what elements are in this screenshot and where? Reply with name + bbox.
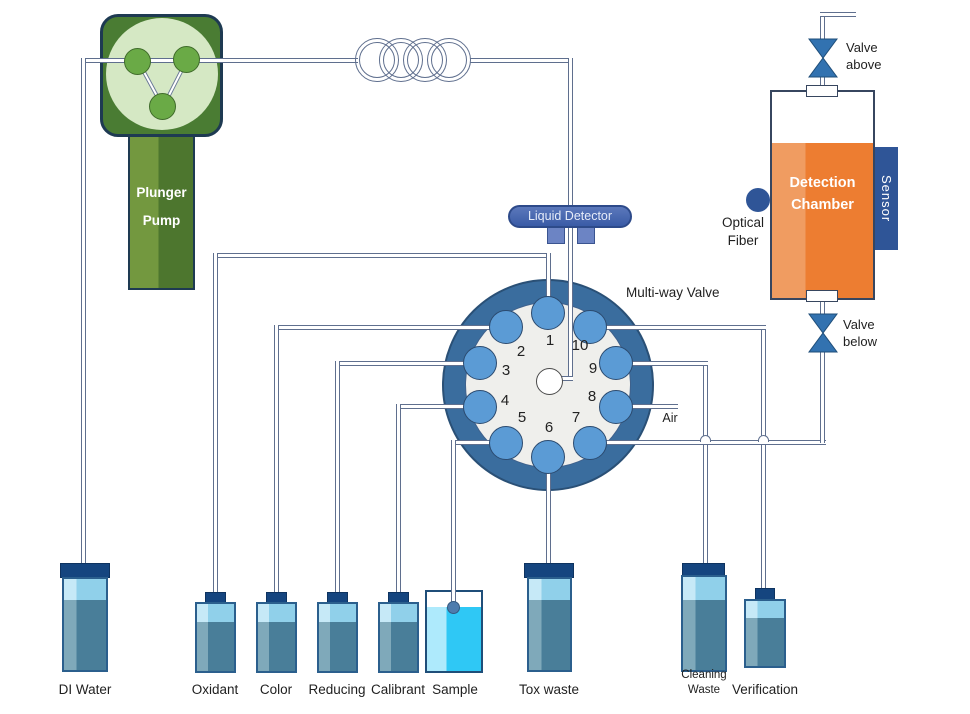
chamber-bottom-port <box>806 290 838 302</box>
label-sample: Sample <box>432 682 478 697</box>
bottle-cleaning-waste <box>681 575 727 672</box>
valve-above-label-line2: above <box>846 57 882 72</box>
pipe-chamber-valvebelow-v <box>820 299 825 315</box>
sensor: Sensor <box>875 147 898 250</box>
label-oxidant: Oxidant <box>191 682 239 697</box>
valve-port-8 <box>599 390 633 424</box>
tubing-coil-icon <box>427 38 471 82</box>
chamber-label: Detection Chamber <box>789 175 856 213</box>
liquid-detector-leg <box>577 226 595 244</box>
pipe-calibrant-port4-h <box>396 404 480 409</box>
valve-below-icon <box>808 313 838 353</box>
port-number-6: 6 <box>544 419 554 436</box>
pipe-reducing-v <box>335 361 340 598</box>
plunger-pump: Plunger Pump <box>128 135 195 290</box>
pipe-valveabove-top-h <box>820 12 856 17</box>
pump-roller-icon <box>124 48 151 75</box>
label-di-water: DI Water <box>58 682 112 697</box>
liquid-detector-leg <box>547 226 565 244</box>
port-number-10: 10 <box>571 337 589 354</box>
valve-port-1 <box>531 296 565 330</box>
pipe-calibrant-v <box>396 404 401 598</box>
valve-port-3 <box>463 346 497 380</box>
pipe-port9-cleaning-h <box>616 361 708 366</box>
probe-tip-icon <box>447 601 460 614</box>
label-calibrant: Calibrant <box>370 682 426 697</box>
pump-roller-icon <box>173 46 200 73</box>
valve-port-9 <box>599 346 633 380</box>
pipe-oxidant-port1-h <box>213 253 551 258</box>
pipe-verification-v <box>761 325 766 594</box>
pipe-color-v <box>274 325 279 598</box>
optical-fiber-icon <box>746 188 770 212</box>
bottle-verification <box>744 599 786 668</box>
valve-port-2 <box>489 310 523 344</box>
bottle-calibrant <box>378 602 419 673</box>
pipe-port10-verification-h <box>590 325 766 330</box>
pipe-valvebelow-port7-v <box>820 351 825 443</box>
pipe-port8-air-h <box>616 404 678 409</box>
bottle-reducing <box>317 602 358 673</box>
pipe-sample-port5-h <box>451 440 506 445</box>
pipe-color-port2-h <box>274 325 506 330</box>
port-number-9: 9 <box>588 360 598 377</box>
label-verification: Verification <box>731 682 799 697</box>
valve-center-port <box>536 368 563 395</box>
port-number-3: 3 <box>501 362 511 379</box>
bottle-cap <box>524 563 574 578</box>
chamber-top-port <box>806 85 838 97</box>
valve-above-label-line1: Valve <box>846 40 878 55</box>
bottle-cap <box>60 563 110 578</box>
pipe-cleaning-waste-v <box>703 361 708 568</box>
pipe-di-water-v <box>81 58 86 568</box>
pump-label-line2: Pump <box>142 213 181 228</box>
bottle-tox-waste <box>527 577 572 672</box>
label-tox-waste: Tox waste <box>518 682 580 697</box>
pipe-coil-out-h <box>470 58 573 63</box>
bottle-di-water <box>62 577 108 672</box>
pipe-oxidant-port1-v <box>546 253 551 313</box>
valve-below-label-line2: below <box>843 334 877 349</box>
pipe-sample-v <box>451 440 456 608</box>
air-label: Air <box>662 411 678 425</box>
pipe-valve-center-stub <box>554 376 573 381</box>
label-cleaning-waste-line2: Waste <box>687 684 721 696</box>
port-number-2: 2 <box>516 343 526 360</box>
optical-fiber-label-line2: Fiber <box>727 233 759 248</box>
valve-above-icon <box>808 38 838 78</box>
pipe-port6-toxwaste-v <box>546 457 551 568</box>
bottle-oxidant <box>195 602 236 673</box>
pump-label-line1: Plunger <box>136 185 187 200</box>
valve-port-6 <box>531 440 565 474</box>
port-number-8: 8 <box>587 388 597 405</box>
label-color: Color <box>259 682 293 697</box>
detection-chamber: Detection Chamber <box>770 90 875 300</box>
chamber-liquid <box>772 143 873 298</box>
pipe-valveabove-top-v <box>820 14 825 40</box>
valve-port-7 <box>573 426 607 460</box>
port-number-5: 5 <box>517 409 527 426</box>
liquid-detector: Liquid Detector <box>508 205 632 228</box>
valve-port-10 <box>573 310 607 344</box>
pipe-valveabove-chamber-v <box>820 76 825 93</box>
pipe-oxidant-v <box>213 253 218 598</box>
label-reducing: Reducing <box>308 682 366 697</box>
pipe-reducing-port3-h <box>335 361 480 366</box>
sample-liquid <box>427 607 481 671</box>
pipe-crossing-hop <box>758 435 769 442</box>
pump-roller-icon <box>149 93 176 120</box>
optical-fiber-label-line1: Optical <box>721 215 765 230</box>
port-number-1: 1 <box>545 332 555 349</box>
valve-port-4 <box>463 390 497 424</box>
port-number-4: 4 <box>500 392 510 409</box>
bottle-color <box>256 602 297 673</box>
label-cleaning-waste-line1: Cleaning <box>681 669 727 681</box>
port-number-7: 7 <box>571 409 581 426</box>
pipe-crossing-hop <box>700 435 711 442</box>
pipe-pump-to-coil-h <box>81 58 358 63</box>
valve-port-5 <box>489 426 523 460</box>
valve-below-label-line1: Valve <box>843 317 875 332</box>
multiway-valve-label: Multi-way Valve <box>626 285 720 300</box>
